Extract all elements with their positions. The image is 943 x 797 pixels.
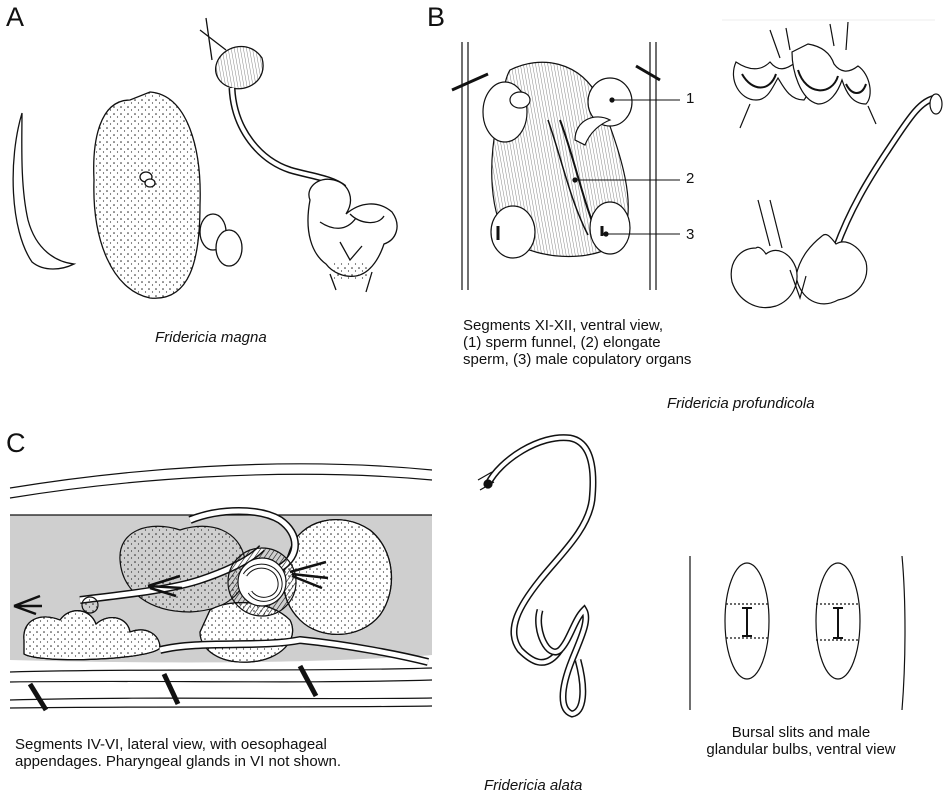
panel-c-drawing — [10, 464, 432, 710]
copulatory-organ-a — [308, 179, 397, 276]
caption-c-left-line-2: appendages. Pharyngeal glands in VI not … — [15, 753, 341, 770]
species-name-a: Fridericia magna — [155, 329, 267, 346]
caption-b-line-2: (1) sperm funnel, (2) elongate — [463, 334, 691, 351]
label-1-sperm-funnel: 1 — [686, 90, 694, 107]
label-2-elongate-sperm: 2 — [686, 170, 694, 187]
panel-a-drawing — [13, 18, 397, 298]
caption-c-right-line-2: glandular bulbs, ventral view — [676, 741, 926, 758]
bursal-slit-left — [742, 608, 752, 636]
copulatory-organ-right — [590, 202, 630, 254]
small-bulb-2 — [216, 230, 242, 266]
sperm-funnel-left — [483, 82, 527, 142]
caption-c-right: Bursal slits and male glandular bulbs, v… — [676, 724, 926, 758]
caption-c-left: Segments IV-VI, lateral view, with oesop… — [15, 736, 341, 770]
seta-shape — [13, 113, 74, 269]
bursa-left — [731, 247, 797, 307]
panel-b-drawing — [452, 22, 942, 308]
caption-c-left-line-1: Segments IV-VI, lateral view, with oesop… — [15, 736, 341, 753]
species-name-b: Fridericia profundicola — [667, 395, 815, 412]
alata-duct-drawing — [478, 438, 593, 714]
species-name-c: Fridericia alata — [484, 777, 582, 794]
bursal-slits-drawing — [690, 556, 905, 710]
bursa-right — [796, 234, 867, 303]
caption-b-line-3: sperm, (3) male copulatory organs — [463, 351, 691, 368]
caption-b: Segments XI-XII, ventral view, (1) sperm… — [463, 317, 691, 368]
bursal-slit-right — [833, 608, 843, 638]
dotted-oval — [94, 92, 200, 298]
caption-c-right-line-1: Bursal slits and male — [676, 724, 926, 741]
label-3-copulatory-organs: 3 — [686, 226, 694, 243]
caption-b-line-1: Segments XI-XII, ventral view, — [463, 317, 691, 334]
